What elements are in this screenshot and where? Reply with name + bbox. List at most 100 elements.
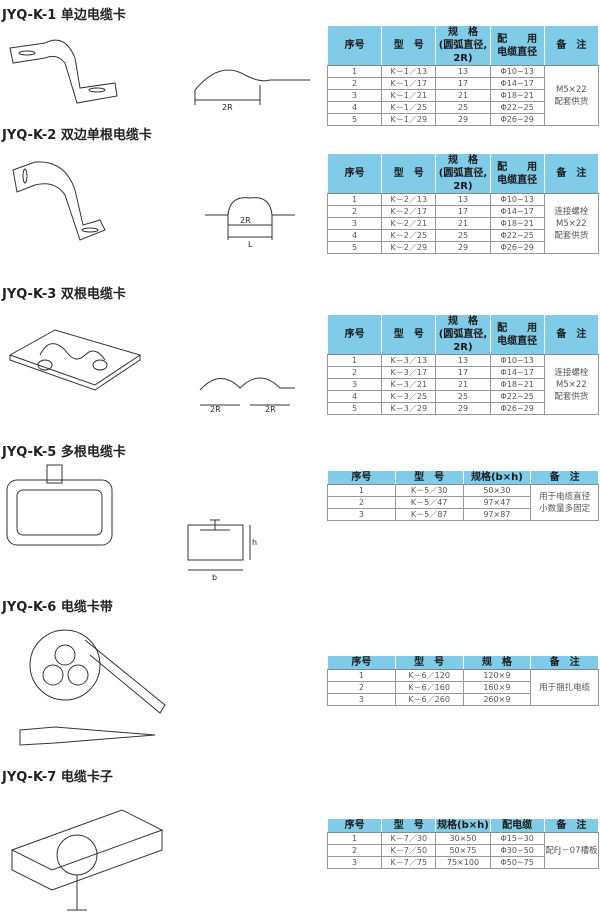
- table-cell: 97×47: [462, 496, 532, 509]
- svg-text:2R: 2R: [265, 405, 276, 414]
- table-cell: 3: [326, 378, 383, 391]
- table-cell: K－5／87: [394, 508, 464, 521]
- table-cell: 1: [327, 484, 396, 497]
- column-header: 备 注: [530, 655, 599, 670]
- table-cell: K－5／30: [394, 484, 464, 497]
- table-cell: 17: [435, 205, 491, 218]
- column-header: 型 号: [381, 25, 437, 66]
- svg-text:L: L: [248, 240, 253, 249]
- column-header: 型 号: [381, 314, 437, 355]
- table-cell: 2: [326, 366, 383, 379]
- column-header: 配 用 电缆直径: [489, 314, 545, 355]
- column-header: 配 用 电缆直径: [489, 25, 545, 66]
- table-cell: K－3／17: [381, 366, 437, 379]
- column-header: 规格(b×h): [462, 470, 532, 485]
- table-header-row: 序号型 号规 格 (圆弧直径, 2R)配 用 电缆直径备 注: [326, 314, 600, 355]
- table-cell: Φ26~29: [489, 241, 545, 254]
- table-cell: K－1／25: [381, 101, 437, 114]
- table-header-row: 序号型 号规 格 (圆弧直径, 2R)配 用 电缆直径备 注: [326, 25, 600, 66]
- column-header: 备 注: [543, 25, 600, 66]
- column-header: 序号: [326, 25, 383, 66]
- column-header: 序号: [326, 314, 383, 355]
- table-cell: K－2／25: [381, 229, 437, 242]
- table-cell: K－6／120: [394, 669, 464, 682]
- table-cell: 1: [326, 65, 383, 78]
- column-header: 序号: [326, 153, 383, 194]
- table-cell: 3: [327, 508, 396, 521]
- table-cell: 3: [326, 217, 383, 230]
- k1-profile-drawing: 2R: [194, 69, 310, 112]
- table-cell: 260×9: [462, 693, 532, 706]
- table-cell: 30×50: [435, 832, 491, 845]
- table-cell: Φ10~13: [489, 65, 545, 78]
- table-cell: Φ10~13: [489, 354, 545, 367]
- table-cell: Φ18~21: [489, 217, 545, 230]
- svg-text:2R: 2R: [210, 405, 221, 414]
- table-cell: K－1／17: [381, 77, 437, 90]
- k3-clip-drawing: [8, 329, 142, 391]
- column-header: 配电缆: [489, 818, 545, 833]
- table-cell: 1: [326, 193, 383, 206]
- svg-text:2R: 2R: [240, 216, 251, 225]
- table-cell: 97×87: [462, 508, 532, 521]
- table-header-row: 序号型 号规格(b×h)备 注: [327, 470, 599, 485]
- k6-cable-tie-drawing: [19, 629, 166, 746]
- table-cell: 2: [327, 681, 396, 694]
- k1-clip-drawing: [9, 39, 118, 104]
- table-cell: Φ18~21: [489, 89, 545, 102]
- remark-cell: 连接螺栓 M5×22 配套供货: [543, 354, 600, 415]
- column-header: 规 格: [462, 655, 532, 670]
- column-header: 配 用 电缆直径: [489, 153, 545, 194]
- table-cell: 3: [326, 856, 383, 869]
- table-cell: 5: [326, 113, 383, 126]
- table-header-row: 序号型 号规 格 (圆弧直径, 2R)配 用 电缆直径备 注: [326, 153, 600, 194]
- remark-cell: 用于电缆直径 小数量多固定: [530, 484, 599, 521]
- table-cell: Φ18~21: [489, 378, 545, 391]
- table-cell: 21: [435, 217, 491, 230]
- remark-cell: 用于捆扎电缆: [530, 669, 599, 706]
- table-cell: Φ10~13: [489, 193, 545, 206]
- table-cell: K－2／21: [381, 217, 437, 230]
- section-title-k2: JYQ-K-2 双边单根电缆卡: [2, 128, 152, 143]
- k5-clip-drawing: [6, 464, 113, 546]
- table-cell: K－1／29: [381, 113, 437, 126]
- table-cell: 50×75: [435, 844, 491, 857]
- table-cell: 29: [435, 241, 491, 254]
- section-title-k1: JYQ-K-1 单边电缆卡: [2, 8, 126, 23]
- column-header: 型 号: [394, 655, 464, 670]
- table-cell: 2: [326, 205, 383, 218]
- column-header: 备 注: [543, 314, 600, 355]
- table-cell: 4: [326, 390, 383, 403]
- table-cell: 29: [435, 113, 491, 126]
- k2-clip-drawing: [12, 161, 106, 241]
- section-title-k7: JYQ-K-7 电缆卡子: [2, 770, 113, 785]
- table-cell: K－6／260: [394, 693, 464, 706]
- remark-cell: 配FJ－07槽板: [543, 832, 600, 869]
- table-cell: 17: [435, 366, 491, 379]
- table-cell: 25: [435, 390, 491, 403]
- table-cell: Φ15~30: [489, 832, 545, 845]
- table-cell: K－7／75: [381, 856, 437, 869]
- table-cell: 1: [327, 669, 396, 682]
- table-cell: Φ26~29: [489, 113, 545, 126]
- table-cell: 120×9: [462, 669, 532, 682]
- table-cell: K－1／21: [381, 89, 437, 102]
- k2-profile-drawing: 2R L: [205, 197, 295, 249]
